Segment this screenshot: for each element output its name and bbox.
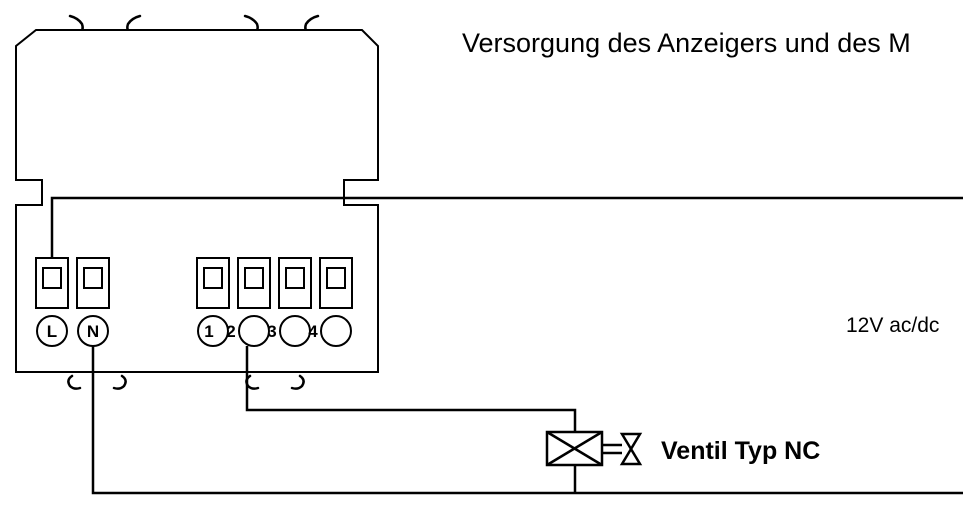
terminal-2-label: 2: [226, 322, 235, 341]
terminal-1-label: 1: [204, 322, 213, 341]
device-housing: [15, 29, 379, 373]
valve-type-label: Ventil Typ NC: [661, 437, 820, 465]
terminal-L-label: L: [47, 322, 57, 341]
wires: [50, 196, 963, 495]
wire-L: [50, 196, 963, 258]
terminal-circles: [36, 315, 352, 347]
terminal-4-circle: [320, 315, 352, 347]
terminal-blocks: [35, 257, 353, 309]
terminal-4-label: 4: [308, 322, 318, 341]
terminal-3-label: 3: [267, 322, 276, 341]
terminal-N-label: N: [87, 322, 99, 341]
terminal-1-circle: [197, 315, 229, 347]
wire-terminal-2: [245, 346, 577, 432]
diagram-title: Versorgung des Anzeigers und des M: [462, 28, 911, 58]
valve-symbol: [545, 430, 643, 467]
wire-N: [91, 346, 963, 495]
terminal-L-circle: [36, 315, 68, 347]
supply-voltage-label: 12V ac/dc: [846, 314, 939, 337]
valve-body-icon: [619, 432, 643, 466]
terminal-3-circle: [279, 315, 311, 347]
terminal-2-circle: [238, 315, 270, 347]
bottom-mounting-clips: [67, 374, 305, 390]
